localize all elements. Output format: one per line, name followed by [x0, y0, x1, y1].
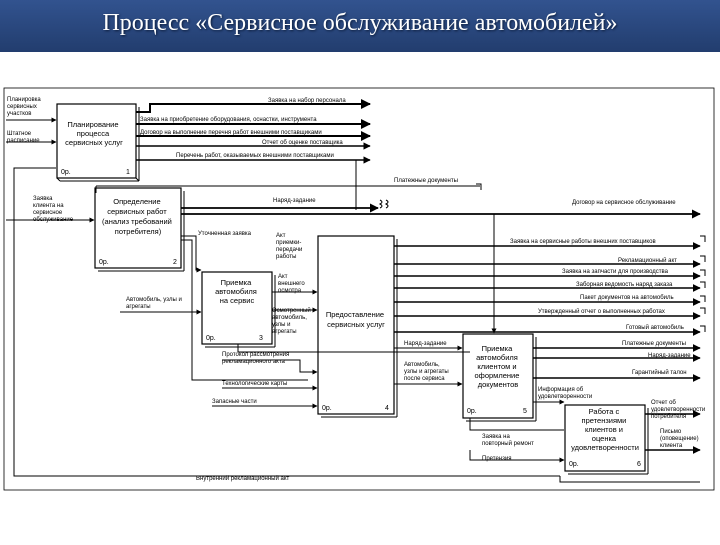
label-tech-cards: Технологические карты — [222, 381, 287, 387]
box-3-number: 3 — [259, 335, 263, 342]
box-6-node: 0р. — [569, 461, 579, 468]
box-4-number: 4 — [385, 405, 389, 412]
label-payment-docs-2: Платежные документы — [622, 341, 686, 347]
box-6-title: Работа с претензиями клиентов и оценка у… — [571, 407, 639, 452]
process-box-6[interactable]: Работа с претензиями клиентов и оценка у… — [564, 404, 649, 475]
box-2-title: Определение сервисных работ (анализ треб… — [102, 197, 174, 236]
box-1-number: 1 — [126, 169, 130, 176]
process-box-1[interactable]: Планирование процесса сервисных услуг 0р… — [56, 103, 140, 182]
box-6-number: 6 — [637, 461, 641, 468]
process-box-3[interactable]: Приемка автомобиля на сервис 0р. 3 — [201, 271, 276, 348]
label-work-order-1: Наряд-задание — [273, 198, 316, 204]
box-3-title: Приемка автомобиля на сервис — [215, 278, 259, 305]
label-complaint: Претензия — [482, 456, 511, 462]
label-client-letter: Письмо(оповещение)клиента — [660, 429, 699, 449]
label-approved-report: Утвержденный отчет о выполненных работах — [538, 308, 665, 315]
label-supplier-report: Отчет об оценке поставщика — [262, 140, 343, 146]
label-work-order-2: Наряд-задание — [404, 341, 447, 347]
box-4-node: 0р. — [322, 405, 332, 412]
label-refined-request: Уточненная заявка — [198, 231, 252, 237]
slide-header: Процесс «Сервисное обслуживание автомоби… — [0, 0, 720, 52]
box-5-number: 5 — [523, 408, 527, 415]
slide-title: Процесс «Сервисное обслуживание автомоби… — [102, 10, 618, 36]
box-5-node: 0р. — [467, 408, 477, 415]
label-supplier-work-list: Перечень работ, оказываемых внешними пос… — [176, 153, 334, 159]
label-equipment-request: Заявка на приобретение оборудования, осн… — [140, 117, 317, 123]
label-external-work-request: Заявка на сервисные работы внешних поста… — [510, 239, 656, 245]
tunnel-markers — [378, 183, 706, 332]
box-3-node: 0р. — [206, 335, 216, 342]
label-ready-vehicle: Готовый автомобиль — [626, 324, 684, 331]
idef0-diagram: Планирование процесса сервисных услуг 0р… — [0, 52, 720, 540]
label-parts-sheet: Заборная ведомость наряд заказа — [576, 282, 673, 288]
box-5-title: Приемка автомобиля клиентом и оформление… — [475, 344, 522, 389]
label-work-order-3: Наряд-задание — [648, 353, 691, 359]
box-1-node: 0р. — [61, 169, 71, 176]
label-internal-claim-act: Внутренний рекламационный акт — [196, 475, 290, 482]
process-box-4[interactable]: Предоставление сервисных услуг 0р. 4 — [317, 235, 398, 418]
label-parts-request: Заявка на запчасти для производства — [562, 269, 669, 275]
box-4-title: Предоставление сервисных услуг — [326, 310, 386, 329]
arrow-lines — [6, 99, 701, 483]
label-hiring-request: Заявка на набор персонала — [268, 98, 346, 104]
label-service-contract: Договор на сервисное обслуживание — [572, 200, 676, 206]
label-vehicle-docs: Пакет документов на автомобиль — [580, 295, 674, 301]
label-claim-act: Рекламационный акт — [618, 257, 677, 264]
label-warranty: Гарантийный талон — [632, 369, 687, 376]
diagram-svg: Планирование процесса сервисных услуг 0р… — [3, 87, 715, 491]
process-box-2[interactable]: Определение сервисных работ (анализ треб… — [94, 187, 185, 272]
process-box-5[interactable]: Приемка автомобиля клиентом и оформление… — [462, 333, 537, 422]
box-1-title: Планирование процесса сервисных услуг — [65, 120, 123, 147]
label-supplier-contract: Договор на выполнение перечня работ внеш… — [140, 130, 322, 136]
box-2-number: 2 — [173, 259, 177, 266]
label-payment-docs-1: Платежные документы — [394, 178, 458, 184]
box-2-node: 0р. — [99, 259, 109, 266]
label-spare-parts: Запасные части — [212, 399, 257, 405]
diagram-frame — [3, 87, 715, 491]
